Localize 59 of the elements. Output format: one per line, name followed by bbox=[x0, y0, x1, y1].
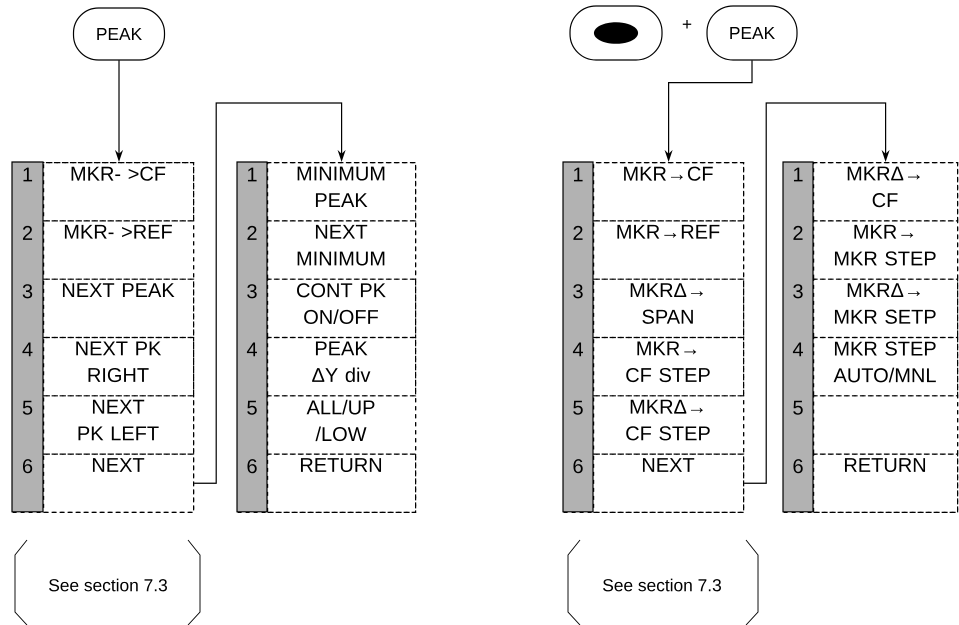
reference-note: See section 7.3 bbox=[603, 578, 721, 592]
key-label: MKR- >REF bbox=[64, 224, 172, 239]
key-button bbox=[569, 5, 663, 61]
key-number: 3 bbox=[793, 284, 803, 298]
softkey-menu bbox=[11, 161, 194, 513]
key-label: MKR→CF bbox=[624, 166, 713, 181]
key-number: 1 bbox=[23, 168, 32, 182]
key-number: 1 bbox=[248, 168, 257, 182]
key-number: 5 bbox=[573, 400, 583, 415]
key-number: 5 bbox=[22, 400, 32, 415]
key-number: 5 bbox=[247, 400, 257, 415]
key-label: CONT PK ON/OFF bbox=[297, 283, 386, 324]
softkey-menu bbox=[562, 161, 744, 513]
key-label: NEXT bbox=[642, 458, 694, 472]
key-label: MKRΔ→ MKR SETP bbox=[834, 283, 936, 324]
key-button: PEAK bbox=[706, 5, 798, 61]
key-number: 6 bbox=[573, 459, 583, 474]
arrow bbox=[744, 102, 890, 484]
key-label: MKR→ CF STEP bbox=[626, 342, 710, 382]
key-label: NEXT MINIMUM bbox=[298, 224, 384, 266]
key-number: 4 bbox=[792, 342, 803, 356]
key-number: 5 bbox=[793, 400, 803, 415]
key-label: MKR STEP AUTO/MNL bbox=[834, 342, 936, 382]
key-number: 4 bbox=[572, 342, 583, 356]
softkey-menu bbox=[782, 161, 958, 513]
key-label: MKRΔ→ CF bbox=[848, 166, 920, 208]
key-number: 3 bbox=[247, 284, 257, 298]
key-number: 6 bbox=[793, 459, 803, 474]
key-number: 2 bbox=[22, 226, 32, 240]
key-number: 3 bbox=[22, 284, 32, 298]
key-label: MKR→ MKR STEP bbox=[834, 224, 936, 266]
key-label: RETURN bbox=[300, 458, 382, 472]
softkey-menu bbox=[236, 161, 416, 513]
key-label: NEXT PEAK bbox=[62, 283, 174, 297]
key-label: PEAK ΔY div bbox=[312, 342, 370, 382]
key-label: NEXT bbox=[92, 458, 144, 472]
arrow bbox=[194, 102, 346, 484]
key-number: 2 bbox=[793, 226, 803, 240]
key-number: 1 bbox=[794, 168, 803, 182]
key-label: MKRΔ→ CF STEP bbox=[626, 400, 710, 440]
key-label: MKRΔ→ SPAN bbox=[630, 283, 703, 324]
key-number: 3 bbox=[573, 284, 583, 298]
key-number: 6 bbox=[247, 459, 257, 474]
key-label: NEXT PK LEFT bbox=[78, 400, 159, 440]
plus-sign: + bbox=[682, 20, 692, 28]
key-label: ALL/UP /LOW bbox=[306, 400, 374, 442]
key-button: PEAK bbox=[72, 7, 166, 61]
key-label: MINIMUM PEAK bbox=[298, 166, 384, 208]
key-number: 4 bbox=[22, 342, 32, 356]
key-label: MKR- >CF bbox=[72, 166, 166, 181]
key-label: MKR→REF bbox=[617, 224, 720, 239]
key-number: 1 bbox=[574, 168, 583, 182]
key-number: 2 bbox=[573, 226, 583, 240]
key-number: 2 bbox=[247, 226, 257, 240]
key-label: NEXT PK RIGHT bbox=[76, 342, 162, 382]
key-number: 4 bbox=[246, 342, 257, 356]
key-label: RETURN bbox=[844, 458, 926, 472]
key-number: 6 bbox=[22, 459, 32, 474]
reference-note: See section 7.3 bbox=[49, 578, 167, 592]
